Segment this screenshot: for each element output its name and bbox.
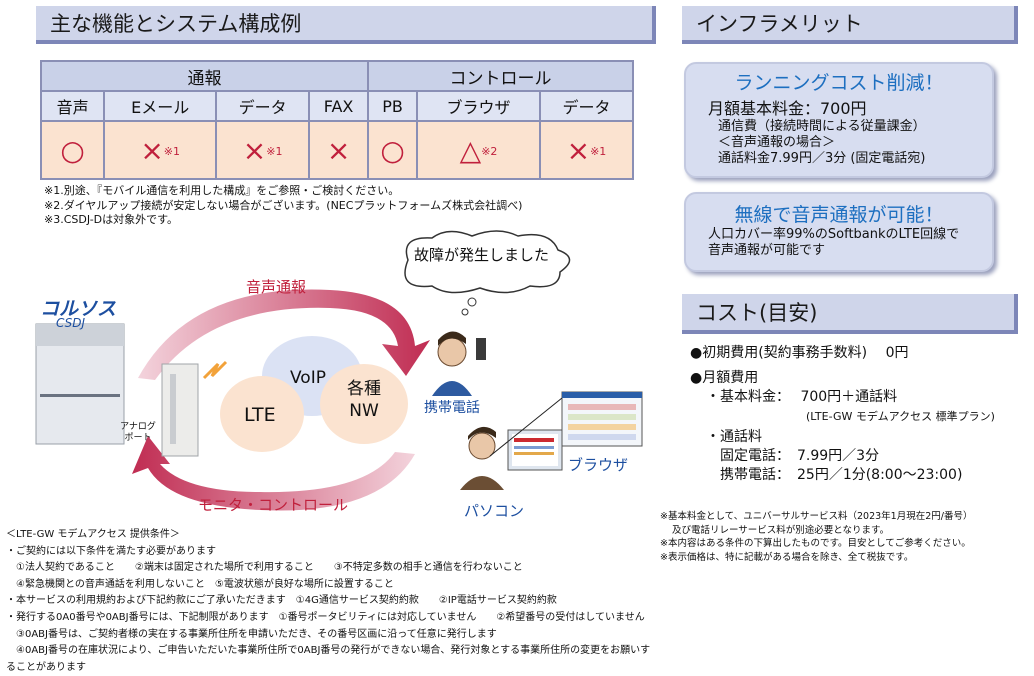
- symbol: ○: [60, 133, 85, 167]
- cost-notes: ※基本料金として、ユニバーサルサービス料（2023年1月現在2円/番号） 及び電…: [660, 510, 1032, 564]
- note-line: ※3.CSDJ-Dは対象外です。: [44, 213, 179, 226]
- symbol: ×: [140, 133, 164, 167]
- cost-note: ※表示価格は、特に記載がある場合を除き、全て税抜です。: [660, 551, 914, 563]
- col-header: データ: [538, 90, 635, 122]
- base-fee-value: 700円＋通話料: [800, 389, 898, 405]
- support-cell: ×※1: [103, 120, 218, 180]
- system-diagram: [35, 230, 643, 511]
- merit2-line1: 人口カバー率99%のSoftbankのLTE回線で: [708, 227, 960, 242]
- note-line: ※2.ダイヤルアップ接続が安定しない場合がございます。(NECプラットフォームズ…: [44, 198, 523, 212]
- merit-wireless-voice: 無線で音声通報が可能！ 人口カバー率99%のSoftbankのLTE回線で 音声…: [684, 192, 994, 272]
- condition-line: ③0ABJ番号は、ご契約者様の実在する事業所住所を申請いただき、その番号区画に沿…: [6, 628, 497, 640]
- merit1-title: ランニングコスト削減！: [734, 72, 944, 94]
- service-conditions: ＜LTE-GW モデムアクセス 提供条件＞ ・ご契約には以下条件を満たす必要があ…: [6, 527, 656, 676]
- condition-line: ④0ABJ番号の在庫状況により、ご申告いただいた事業所住所で0ABJ番号の発行が…: [6, 645, 651, 673]
- browser-label: ブラウザ: [568, 456, 629, 474]
- merit2-line2: 音声通報が可能です: [708, 243, 826, 258]
- merit2-title: 無線で音声通報が可能！: [734, 204, 944, 226]
- merit1-line1: 月額基本料金：700円: [708, 99, 867, 118]
- voice-report-label: 音声通報: [246, 278, 307, 296]
- symbol: ○: [380, 133, 405, 167]
- left-header-text: 主な機能とシステム構成例: [50, 12, 302, 36]
- right-section-header: インフラメリット: [682, 6, 1018, 44]
- col-header: PB: [366, 90, 419, 122]
- merit1-line3: ＜音声通報の場合＞: [718, 135, 836, 150]
- support-cell: ×※1: [538, 120, 635, 180]
- pc-user-body: [460, 476, 504, 490]
- left-section-header: 主な機能とシステム構成例: [36, 6, 656, 44]
- support-cell: △※2: [416, 120, 541, 180]
- support-cell: ×※1: [215, 120, 311, 180]
- voip-label: VoIP: [290, 368, 326, 388]
- voice-report-arrow: [138, 289, 430, 380]
- table-notes: ※1.別途、『モバイル通信を利用した構成』をご参照・ご検討ください。 ※2.ダイ…: [44, 184, 644, 228]
- call-fee-label: ・通話料: [706, 429, 762, 445]
- col-header: ブラウザ: [416, 90, 541, 122]
- mobile-call-fee: 携帯電話： 25円／1分(8:00〜23:00): [720, 467, 963, 483]
- base-fee-note: (LTE-GW モデムアクセス 標準プラン): [806, 410, 995, 423]
- condition-line: ・ご契約には以下条件を満たす必要があります: [6, 545, 216, 557]
- cost-note: ※本内容はある条件の下算出したものです。目安としてご参考ください。: [660, 538, 971, 549]
- condition-line: ・本サービスの利用規約および下記約款にご了承いただきます ①4G通信サービス契約…: [6, 595, 557, 607]
- monthly-cost-title: ●月額費用: [690, 370, 759, 386]
- lte-bubble: [220, 376, 304, 452]
- merit1-line4: 通話料金7.99円／3分 (固定電話宛): [718, 151, 926, 166]
- nw-bubble: [320, 364, 408, 444]
- symbol: ×: [566, 133, 591, 167]
- group-header-control: コントロール: [366, 60, 635, 92]
- symbol: ×: [242, 133, 267, 167]
- pc-user-head: [468, 432, 496, 460]
- monitor-control-arrow: [132, 436, 415, 511]
- signal-icon: [202, 360, 228, 380]
- cost-header-text: コスト(目安): [696, 301, 818, 325]
- support-cell: ○: [366, 120, 419, 180]
- footnote-mark: ※1: [590, 145, 607, 159]
- fixed-call-fee: 固定電話： 7.99円／3分: [720, 448, 880, 464]
- cost-section-header: コスト(目安): [682, 294, 1018, 334]
- footnote-mark: ※1: [266, 145, 283, 159]
- mobile-label: 携帯電話: [424, 400, 480, 416]
- condition-line: ④緊急機関との音声通話を利用しないこと ⑤電波状態が良好な場所に設置すること: [6, 578, 394, 590]
- device-model: CSDJ: [56, 316, 85, 330]
- monitor-control-label: モニタ・コントロール: [198, 496, 349, 514]
- col-header: FAX: [308, 90, 369, 122]
- symbol: ×: [326, 133, 351, 167]
- condition-line: ＜LTE-GW モデムアクセス 提供条件＞: [6, 529, 180, 540]
- merit1-line2: 通信費（接続時間による従量課金）: [718, 119, 926, 134]
- support-cell: ×: [308, 120, 369, 180]
- thought-cloud: [404, 230, 571, 294]
- note-line: ※1.別途、『モバイル通信を利用した構成』をご参照・ご検討ください。: [44, 184, 400, 197]
- initial-cost: ●初期費用(契約事務手数料) 0円: [690, 345, 909, 361]
- feature-table: 通報 コントロール 音声 Eメール データ FAX PB ブラウザ データ ○ …: [39, 60, 635, 180]
- col-header: データ: [215, 90, 311, 122]
- col-header: 音声: [39, 90, 106, 122]
- footnote-mark: ※1: [163, 145, 181, 159]
- col-header: Eメール: [103, 90, 218, 122]
- nw-label: 各種 NW: [347, 379, 381, 421]
- cost-note: ※基本料金として、ユニバーサルサービス料（2023年1月現在2円/番号）: [660, 511, 973, 522]
- mobile-phone: [476, 338, 486, 360]
- group-header-tsuho: 通報: [40, 60, 369, 92]
- support-cell: ○: [39, 120, 106, 180]
- symbol: △: [459, 133, 482, 167]
- cloud-text: 故障が発生しました: [414, 246, 550, 264]
- pc-label: パソコン: [464, 502, 525, 520]
- lte-label: LTE: [244, 404, 276, 426]
- analog-port-label: アナログ ポート: [120, 422, 156, 443]
- base-fee-label: ・基本料金：: [706, 389, 790, 405]
- cost-note: 及び電話リレーサービス料が別途必要となります。: [672, 524, 890, 536]
- mobile-user-head: [437, 337, 467, 367]
- modem-device: [161, 363, 199, 457]
- right-header-text: インフラメリット: [696, 12, 863, 36]
- condition-line: ①法人契約であること ②端末は固定された場所で利用すること ③不特定多数の相手と…: [6, 562, 523, 574]
- device-logo: コルソス: [40, 298, 117, 320]
- condition-line: ・発行する0A0番号や0ABJ番号には、下記制限があります ①番号ポータビリティ…: [6, 611, 645, 623]
- footnote-mark: ※2: [481, 145, 498, 159]
- mobile-user-body: [432, 381, 472, 396]
- merit-running-cost: ランニングコスト削減！ 月額基本料金：700円 通信費（接続時間による従量課金）…: [684, 62, 994, 178]
- cost-body: ●初期費用(契約事務手数料) 0円 ●月額費用 ・基本料金： 700円＋通話料 …: [690, 344, 1020, 485]
